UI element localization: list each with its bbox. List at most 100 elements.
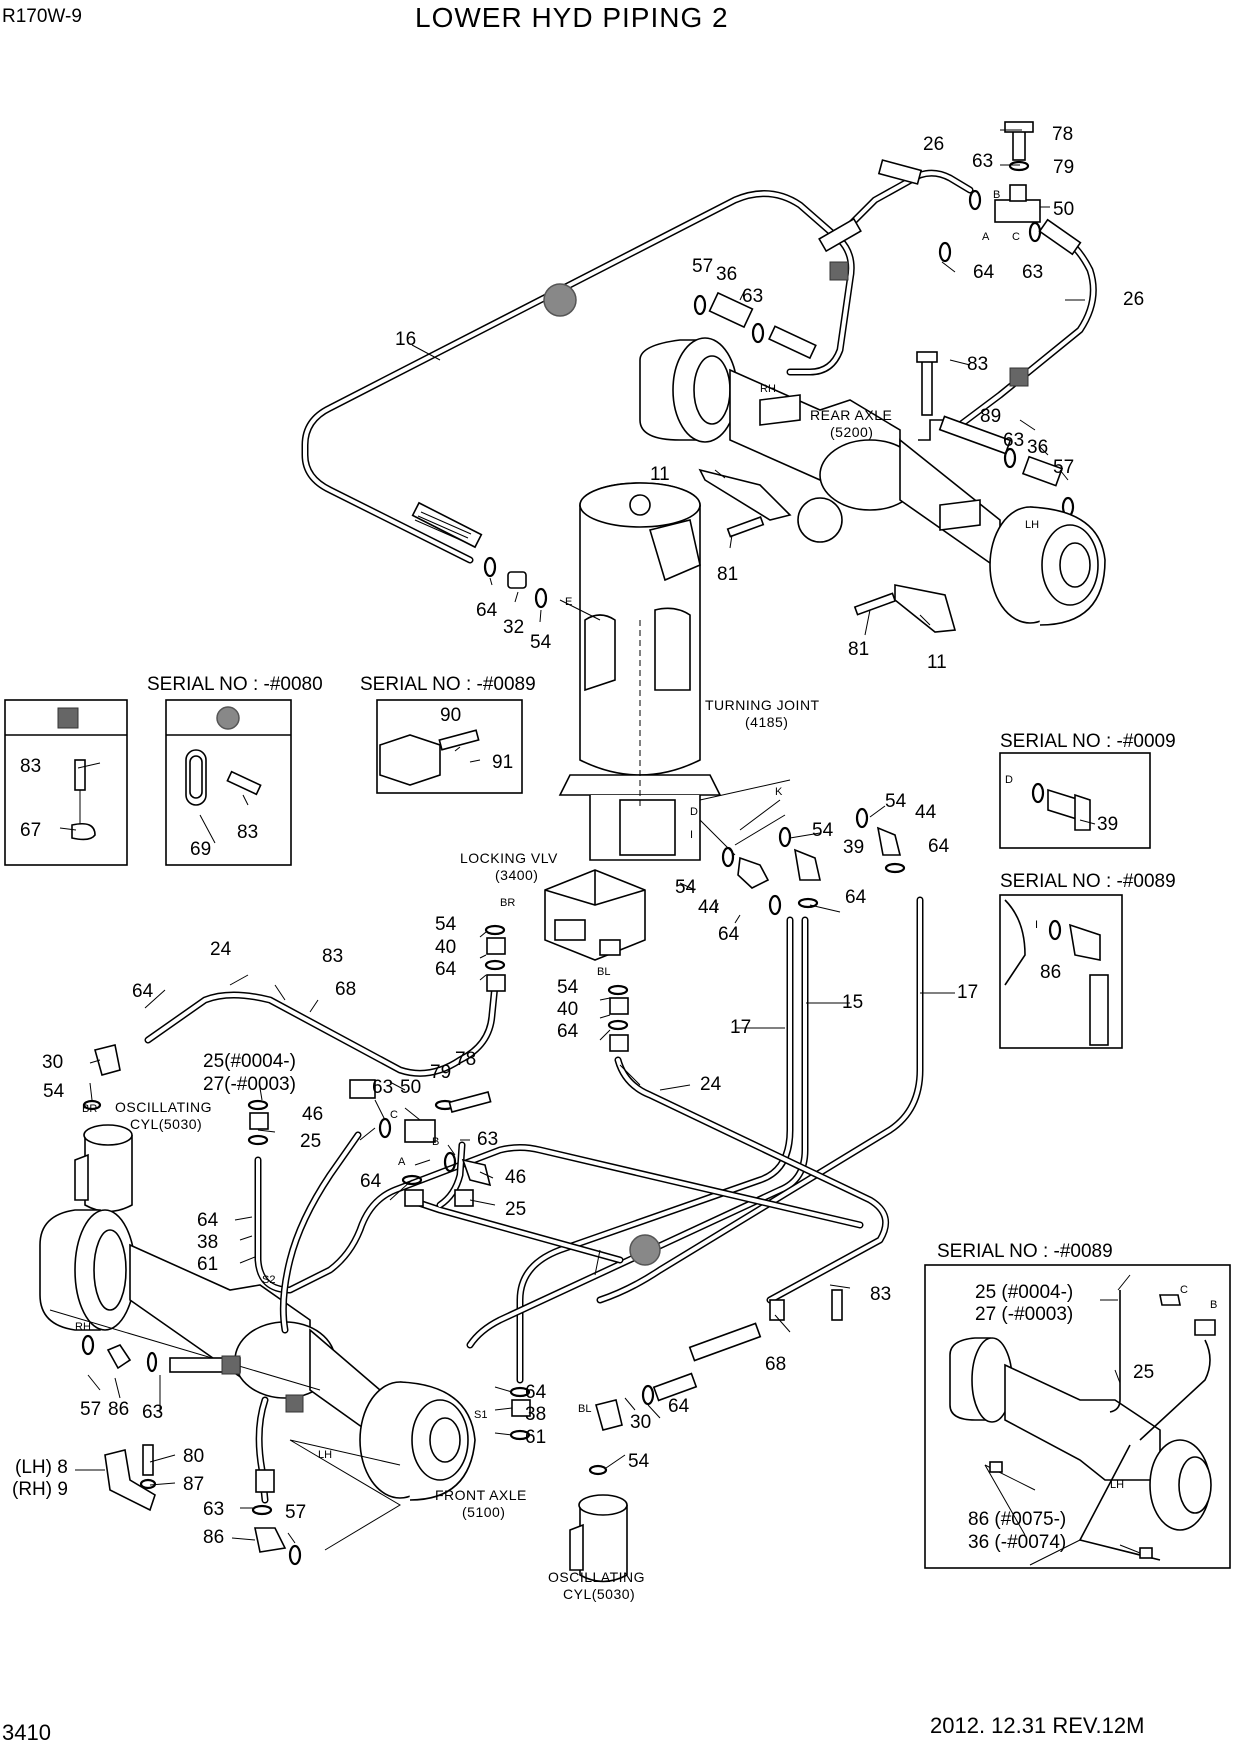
callout: 30: [42, 1052, 63, 1073]
callout: 64: [718, 924, 740, 945]
callout: 57: [80, 1399, 101, 1420]
port-br-cyl: BR: [82, 1103, 97, 1115]
label-rear-axle-code: (5200): [830, 424, 873, 440]
callout: 86: [1040, 962, 1061, 983]
port-c-top: C: [1012, 231, 1020, 243]
clamp-68-center: [769, 1289, 843, 1321]
callout: 54: [557, 977, 579, 998]
bolt-83-rear: [916, 351, 1075, 518]
label-front-axle-code: (5100): [462, 1504, 505, 1520]
hose-26-right: [956, 218, 1097, 429]
serial-box-bracket-90: [376, 699, 523, 794]
port-a-center: A: [398, 1156, 406, 1168]
callout: 25(#0004-): [203, 1051, 296, 1072]
callout: 27 (-#0003): [975, 1304, 1073, 1325]
label-turning-joint: TURNING JOINT: [705, 697, 820, 713]
port-e: E: [565, 596, 572, 608]
fitting-assembly-16-end: [411, 501, 548, 609]
callout: 54: [530, 632, 552, 653]
callout: 11: [927, 652, 947, 673]
callout: 24: [210, 939, 232, 960]
callout: 89: [980, 406, 1001, 427]
callout: 25: [300, 1131, 321, 1152]
callout: 78: [1052, 124, 1073, 145]
callout: 32: [503, 617, 524, 638]
port-s2: S2: [262, 1274, 275, 1286]
serial-heading-d: SERIAL NO : -#0089: [1000, 871, 1176, 892]
fitting-stack-center: [484, 924, 629, 1052]
port-bl-cyl: BL: [578, 1403, 591, 1415]
label-osc-cyl-left-code: CYL(5030): [130, 1116, 202, 1132]
callout: 16: [395, 329, 416, 350]
callout: 17: [957, 982, 978, 1003]
clamp-square-marker-icon: [221, 1355, 241, 1375]
callout: 27(-#0003): [203, 1074, 296, 1095]
callout: 36: [716, 264, 737, 285]
serial-heading-e: SERIAL NO : -#0089: [937, 1241, 1113, 1262]
port-d-inset: D: [1005, 774, 1013, 786]
side-marks: RH LH RH LH LH: [75, 383, 1124, 1491]
label-osc-cyl-left: OSCILLATING: [115, 1099, 212, 1115]
port-i: I: [690, 829, 693, 841]
callout: 25: [1133, 1362, 1154, 1383]
port-i-inset: I: [1035, 919, 1038, 931]
callout: 79: [1053, 157, 1074, 178]
label-osc-cyl-bottom-code: CYL(5030): [563, 1586, 635, 1602]
callout: 79: [430, 1062, 451, 1083]
label-osc-cyl-bottom: OSCILLATING: [548, 1569, 645, 1585]
callout: 64: [360, 1171, 382, 1192]
bracket-11-upper: [698, 468, 792, 538]
callout: 15: [842, 992, 863, 1013]
callout: 38: [525, 1404, 546, 1425]
rear-axle: [639, 337, 1106, 626]
front-axle-side-lines: [49, 1309, 401, 1551]
callout: 78: [455, 1049, 476, 1070]
clamp-round-marker-icon: [543, 283, 577, 317]
callout: 63: [742, 286, 763, 307]
clamp-square-marker-icon: [285, 1394, 304, 1413]
callout: 44: [698, 897, 720, 918]
callout: 63: [1022, 262, 1043, 283]
callout: 80: [183, 1446, 204, 1467]
callout: 69: [190, 839, 211, 860]
callout: 90: [440, 705, 461, 726]
oscillating-cylinder-bottom: [569, 1399, 628, 1583]
callout: 64: [197, 1210, 219, 1231]
callout: 64: [668, 1396, 690, 1417]
callout: 64: [928, 836, 950, 857]
callout: 54: [812, 820, 834, 841]
callout: 81: [848, 639, 869, 660]
serial-box-elbow-86: [999, 894, 1123, 1049]
fitting-stack-s2: [247, 1099, 269, 1146]
pipe-25-loop: [254, 1131, 864, 1334]
clamp-square-marker-icon: [829, 261, 849, 281]
serial-heading-b: SERIAL NO : -#0089: [360, 674, 536, 695]
callout: 86 (#0075-): [968, 1509, 1066, 1530]
inset-box-lower-right: [924, 1264, 1231, 1569]
callout: 25 (#0004-): [975, 1282, 1073, 1303]
callout: 57: [1053, 457, 1074, 478]
serial-heading-c: SERIAL NO : -#0009: [1000, 731, 1176, 752]
callout: 54: [435, 914, 457, 935]
side-mark-lh-inset: LH: [1110, 1479, 1124, 1491]
callout: 54: [675, 877, 697, 898]
clamp-round-marker-icon: [629, 1234, 661, 1266]
callout: 86: [203, 1527, 224, 1548]
oscillating-cylinder-left: [74, 1044, 133, 1213]
hose-24-left: [144, 981, 499, 1077]
callout: 26: [923, 134, 944, 155]
callout: 64: [845, 887, 867, 908]
callout: 46: [505, 1167, 526, 1188]
model-code: R170W-9: [2, 6, 82, 27]
callout: 83: [870, 1284, 891, 1305]
bracket-8-9: [104, 1444, 157, 1512]
callout: 83: [20, 756, 41, 777]
side-mark-rh-rear: RH: [760, 383, 776, 395]
callout: 91: [492, 752, 513, 773]
callout: 54: [628, 1451, 650, 1472]
port-s1: S1: [474, 1409, 487, 1421]
callout: 50: [400, 1077, 421, 1098]
callout: (LH) 8: [15, 1457, 68, 1478]
callout: 87: [183, 1474, 204, 1495]
port-b-top: B: [993, 189, 1000, 201]
